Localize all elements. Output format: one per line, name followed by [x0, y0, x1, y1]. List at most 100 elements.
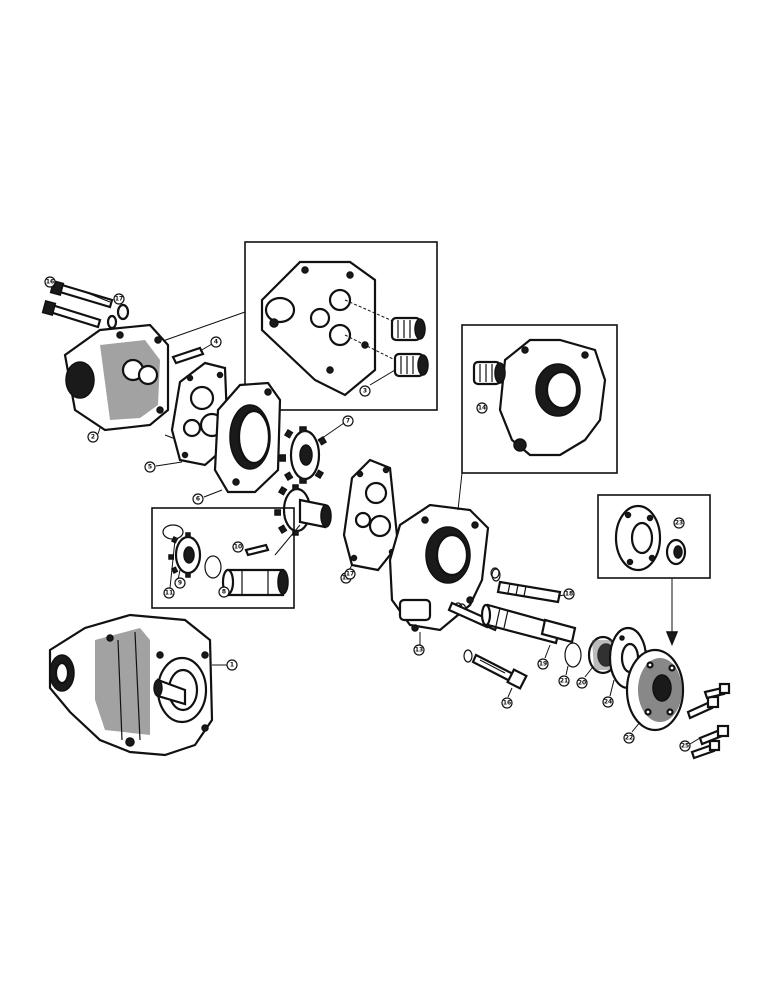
svg-text:1: 1: [230, 662, 234, 669]
leader-4: [199, 343, 213, 352]
leader-16b: [507, 687, 513, 698]
callout-11: 11: [163, 587, 175, 599]
bolt-upper: [49, 279, 114, 309]
callout-24: 24: [602, 696, 614, 708]
svg-text:23: 23: [675, 520, 683, 527]
rear-housing-part-13: [388, 503, 500, 632]
svg-text:21: 21: [560, 678, 568, 685]
svg-text:4: 4: [214, 339, 218, 346]
callout-13: 13: [413, 644, 425, 656]
svg-text:10: 10: [234, 544, 242, 551]
shaft-part-8: [221, 568, 289, 597]
callout-21: 21: [558, 675, 570, 687]
callout-16-top: 16: [44, 276, 56, 288]
svg-text:19: 19: [539, 661, 547, 668]
svg-text:7: 7: [346, 418, 350, 425]
leader-detail-idler: [274, 524, 301, 556]
leader-detail-14: [457, 472, 463, 511]
svg-text:3: 3: [363, 388, 367, 395]
part-number-callouts: 16 17 2 3 4 5 6 7: [44, 276, 691, 752]
callout-5: 5: [144, 461, 156, 473]
callout-14: 14: [476, 402, 488, 414]
bearing-3a: [390, 316, 426, 342]
callout-19: 19: [537, 658, 549, 670]
bolt-part-16: [471, 653, 528, 690]
bearing-3b: [393, 352, 429, 378]
callout-17-top: 17: [113, 293, 125, 305]
detail-box-cover-23: [597, 494, 711, 579]
front-body-part-2: [63, 323, 179, 441]
leader-24: [609, 679, 615, 697]
callout-2: 2: [87, 431, 99, 443]
callout-18: 18: [563, 588, 575, 600]
detail-box-bearing-14: [461, 324, 618, 474]
shaft-part-18: [496, 580, 562, 604]
washer-17b: [106, 314, 118, 330]
callout-9: 9: [174, 577, 186, 589]
callout-17-mid: 17: [344, 568, 356, 580]
leader-5: [155, 461, 183, 467]
svg-text:24: 24: [604, 699, 612, 706]
end-cover-part-22: [625, 648, 685, 732]
assembled-pump-part-1: [48, 613, 214, 757]
pin-10: [244, 543, 270, 557]
leader-22: [631, 721, 641, 733]
shaft-part-19: [480, 603, 577, 645]
callout-3: 3: [359, 385, 371, 397]
svg-text:5: 5: [148, 464, 152, 471]
leader-6: [203, 489, 223, 498]
seal-ring-c: [463, 649, 473, 663]
callout-6: 6: [192, 493, 204, 505]
cap-screws-part-25: [686, 682, 731, 760]
callout-23: 23: [673, 517, 685, 529]
leader-19: [544, 644, 551, 659]
leader-7: [317, 422, 345, 442]
wear-plate-part-12: [342, 458, 400, 572]
callout-16-bottom: 16: [501, 697, 513, 709]
callout-7: 7: [342, 415, 354, 427]
snap-ring-21: [564, 642, 582, 668]
svg-text:6: 6: [196, 496, 200, 503]
svg-text:14: 14: [478, 405, 486, 412]
dowel-pin-4: [171, 346, 205, 365]
svg-text:11: 11: [165, 590, 173, 597]
leader-21: [565, 665, 569, 676]
svg-text:13: 13: [415, 647, 423, 654]
leader-25: [689, 737, 701, 745]
callout-8: 8: [218, 586, 230, 598]
svg-text:12: 12: [342, 575, 350, 582]
callout-10: 10: [232, 541, 244, 553]
callout-22: 22: [623, 732, 635, 744]
svg-text:16: 16: [503, 700, 511, 707]
svg-text:17: 17: [346, 571, 354, 578]
leader-detail-to-cover: [159, 311, 246, 343]
detail-box-idler-parts: [151, 507, 295, 609]
wear-plate-part-5: [170, 361, 230, 467]
detail-box-rear-cover: [244, 241, 438, 411]
leader-2: [97, 427, 101, 435]
idler-gear-assembly: [274, 484, 332, 536]
svg-text:9: 9: [178, 580, 182, 587]
arrow-head-22: [665, 631, 679, 646]
svg-text:22: 22: [625, 735, 633, 742]
seal-ring-a: [491, 568, 501, 582]
callout-4: 4: [210, 336, 222, 348]
washer-17: [116, 303, 130, 321]
ring-11: [204, 555, 222, 579]
callout-1: 1: [226, 659, 238, 671]
svg-text:16: 16: [46, 279, 54, 286]
callout-25: 25: [679, 740, 691, 752]
svg-text:20: 20: [578, 680, 586, 687]
seal-part-23: [665, 538, 687, 566]
svg-text:2: 2: [91, 434, 95, 441]
svg-text:25: 25: [681, 743, 689, 750]
svg-text:17: 17: [115, 296, 123, 303]
callout-20: 20: [576, 677, 588, 689]
gear-part-7: [279, 426, 328, 484]
svg-text:18: 18: [565, 591, 573, 598]
leader-20: [584, 667, 593, 678]
bolt-lower: [41, 299, 102, 329]
svg-text:8: 8: [222, 589, 226, 596]
gear-housing-part-6: [213, 381, 282, 494]
bearing-part-14: [472, 360, 506, 386]
